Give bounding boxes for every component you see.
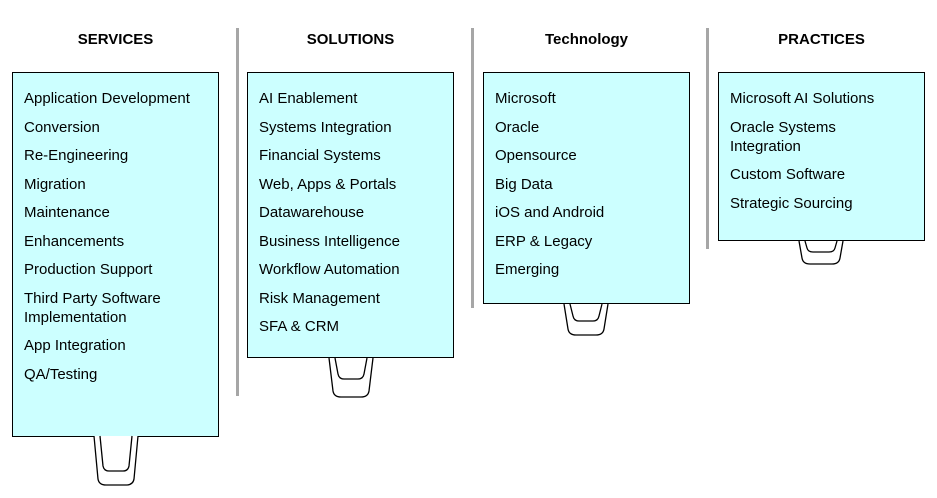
practices-title: PRACTICES xyxy=(778,31,865,48)
column-divider xyxy=(706,28,709,249)
services-item: QA/Testing xyxy=(24,365,98,383)
services-title: SERVICES xyxy=(77,31,154,48)
services-item: Maintenance xyxy=(24,204,110,221)
technology-item: ERP & Legacy xyxy=(495,232,593,250)
solutions-item: Business Intelligence xyxy=(259,232,400,250)
services-item: Production Support xyxy=(24,261,153,278)
solutions-item: Financial Systems xyxy=(259,147,381,164)
technology-item: Emerging xyxy=(495,261,560,278)
technology-item: Big Data xyxy=(495,175,553,193)
solutions-item: Web, Apps & Portals xyxy=(259,175,397,193)
solutions-title: SOLUTIONS xyxy=(306,31,395,48)
services-item: Third Party Software Implementation xyxy=(24,289,161,326)
practices-item: Microsoft AI Solutions xyxy=(730,90,875,107)
technology-item: Microsoft xyxy=(495,90,556,107)
card-handle-icon xyxy=(328,357,374,398)
solutions-item: AI Enablement xyxy=(259,90,358,107)
solutions-item: Systems Integration xyxy=(259,118,392,136)
technology-item: Opensource xyxy=(495,147,577,164)
services-card: Application Development Conversion Re-En… xyxy=(12,72,219,437)
solutions-item: Risk Management xyxy=(259,289,380,307)
column-divider xyxy=(236,28,239,396)
services-item: Conversion xyxy=(24,118,100,136)
technology-item: iOS and Android xyxy=(495,204,605,221)
technology-card: Microsoft Oracle Opensource Big Data iOS… xyxy=(483,72,690,304)
solutions-item: Datawarehouse xyxy=(259,204,365,221)
card-handle-icon xyxy=(798,240,844,265)
practices-item: Strategic Sourcing xyxy=(730,194,853,212)
services-item: Enhancements xyxy=(24,232,125,250)
practices-item: Oracle Systems Integration xyxy=(730,118,836,155)
practices-card: Microsoft AI Solutions Oracle Systems In… xyxy=(718,72,925,241)
practices-item: Custom Software xyxy=(730,166,846,183)
solutions-card: AI Enablement Systems Integration Financ… xyxy=(247,72,454,358)
services-item: Re-Engineering xyxy=(24,147,129,164)
card-handle-icon xyxy=(93,435,139,486)
technology-title: Technology xyxy=(544,31,629,48)
card-handle-icon xyxy=(563,303,609,336)
solutions-item: Workflow Automation xyxy=(259,261,400,278)
services-item: App Integration xyxy=(24,337,126,354)
column-divider xyxy=(471,28,474,308)
services-item: Migration xyxy=(24,175,86,193)
solutions-item: SFA & CRM xyxy=(259,318,340,335)
technology-item: Oracle xyxy=(495,118,540,136)
services-item: Application Development xyxy=(24,90,190,107)
